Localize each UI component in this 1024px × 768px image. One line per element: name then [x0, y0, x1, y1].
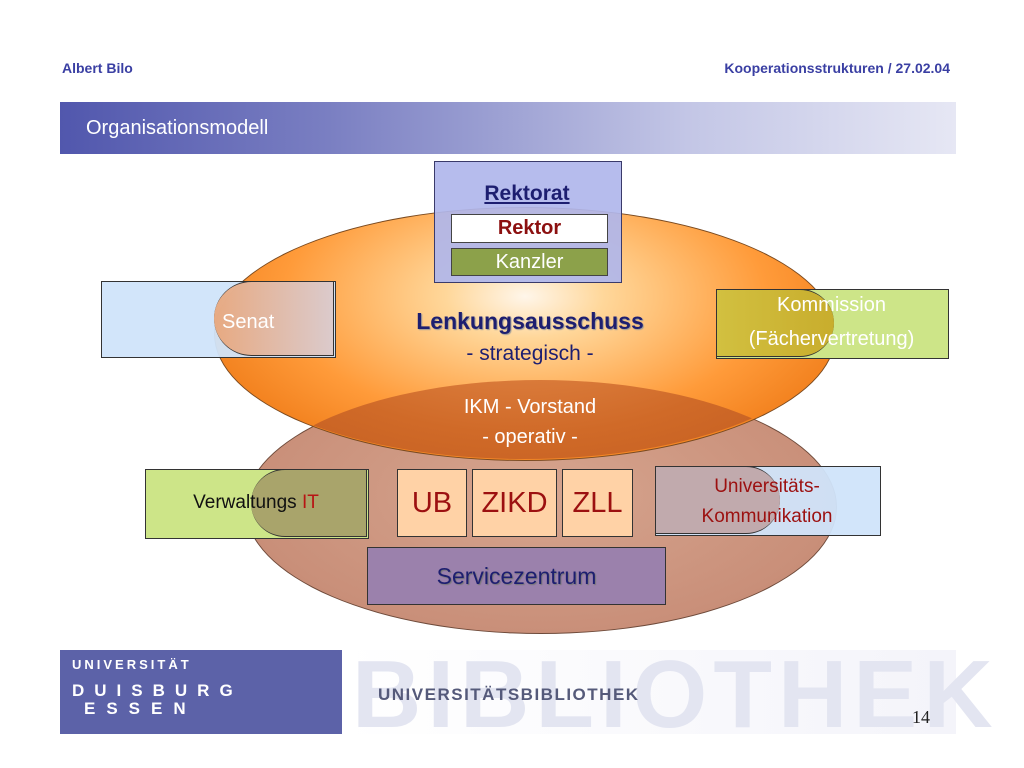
logo-essen: ESSEN [84, 699, 197, 718]
it-text: IT [301, 492, 319, 513]
university-logo-block [60, 650, 342, 734]
unikom-overlap [655, 466, 780, 534]
kommission-label: Kommission [777, 294, 886, 316]
kommission-overlap [716, 289, 834, 357]
servicezentrum-box: Servicezentrum [367, 547, 666, 605]
lenkungsausschuss-title: Lenkungsausschuss [416, 308, 644, 334]
footer-band [342, 650, 956, 734]
slide-topic: Kooperationsstrukturen / 27.02.04 [724, 60, 950, 76]
unikom-label-line1: Universitäts- [714, 476, 820, 497]
zikd-box: ZIKD [472, 469, 557, 537]
rektorat-label: Rektorat [484, 182, 570, 205]
verwaltung-it-label: Verwaltungs IT [145, 492, 367, 514]
rektor-box: Rektor [451, 214, 608, 243]
author-name: Albert Bilo [62, 60, 133, 76]
ub-box: UB [397, 469, 467, 537]
ellipse-overlap-region [245, 380, 835, 632]
verwaltung-overlap [251, 469, 367, 537]
zll-box: ZLL [562, 469, 633, 537]
title-band [60, 102, 956, 154]
ikm-title: IKM - Vorstand [463, 396, 597, 418]
verwaltung-text: Verwaltungs [193, 492, 302, 513]
logo-duisburg: DUISBURG [72, 681, 243, 700]
kanzler-box: Kanzler [451, 248, 608, 276]
senat-overlap [214, 281, 334, 356]
lenkungsausschuss-subtitle: - strategisch - [466, 342, 594, 365]
library-name: UNIVERSITÄTSBIBLIOTHEK [378, 685, 640, 704]
senat-label: Senat [222, 311, 275, 333]
bibliothek-watermark: BIBLIOTHEK [352, 641, 999, 748]
section-title: Organisationsmodell [86, 117, 269, 139]
logo-universitaet: UNIVERSITÄT [72, 657, 192, 672]
faechervertretung-label: (Fächervertretung) [748, 328, 915, 350]
unikom-label-line2: Kommunikation [701, 506, 833, 527]
page-number: 14 [912, 707, 930, 727]
ikm-subtitle: - operativ - [482, 426, 578, 448]
